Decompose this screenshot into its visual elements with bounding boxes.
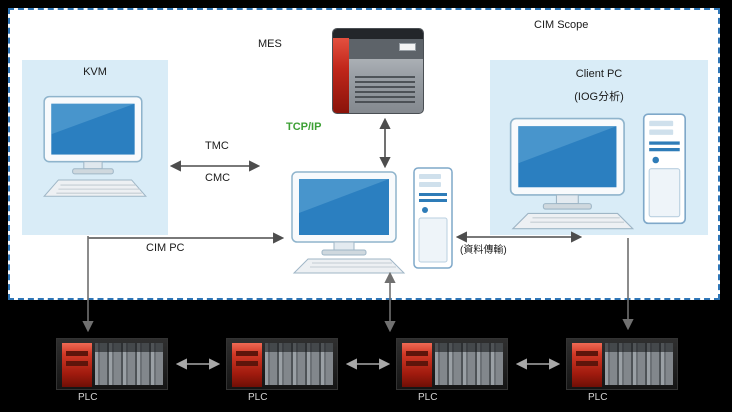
mes-label: MES (258, 38, 282, 50)
plc-label-3: PLC (418, 392, 438, 403)
plc-slot (576, 351, 598, 356)
plc-slot (66, 361, 88, 366)
monitor-icon (509, 117, 625, 210)
plc-rack-shadow (95, 343, 163, 352)
server-badge (399, 43, 416, 51)
monitor-icon (43, 95, 143, 175)
client-pc-title: Client PC (575, 68, 623, 80)
kvm-panel: KVM (22, 60, 168, 235)
tower-icon (642, 113, 686, 225)
server-top-cap (333, 29, 423, 39)
plc-slot (66, 351, 88, 356)
cim-scope-label: CIM Scope (534, 19, 589, 31)
client-pc-panel: Client PC (IOG分析) (490, 60, 708, 235)
plc-label-4: PLC (588, 392, 608, 403)
client-pc-subtitle: (IOG分析) (574, 91, 624, 103)
mes-server-icon (332, 28, 424, 114)
plc-photo-1 (56, 338, 168, 390)
plc-label-1: PLC (78, 392, 98, 403)
plc-slot (406, 351, 428, 356)
keyboard-icon (43, 179, 147, 197)
tcpip-label: TCP/IP (286, 121, 322, 133)
plc-rack-shadow (265, 343, 333, 352)
client-computer-icon (509, 113, 686, 230)
plc-rack-shadow (605, 343, 673, 352)
plc-photo-3 (396, 338, 508, 390)
cim-pc-label: CIM PC (146, 242, 185, 254)
cmc-label: CMC (205, 172, 231, 184)
tmc-label: TMC (205, 140, 229, 152)
transfer-label: (資料傳輸) (460, 245, 507, 256)
plc-slot (236, 361, 258, 366)
tower-icon (413, 167, 453, 269)
plc-slot (406, 361, 428, 366)
kvm-computer-icon (43, 95, 147, 197)
plc-photo-4 (566, 338, 678, 390)
keyboard-icon (292, 258, 406, 274)
plc-rack-shadow (435, 343, 503, 352)
keyboard-icon (511, 212, 635, 230)
plc-label-2: PLC (248, 392, 268, 403)
server-red-panel (333, 38, 349, 113)
cim-computer-icon (291, 167, 453, 274)
plc-photo-2 (226, 338, 338, 390)
plc-slot (236, 351, 258, 356)
kvm-title: KVM (83, 66, 107, 78)
server-vents (355, 73, 415, 103)
plc-slot (576, 361, 598, 366)
monitor-icon (291, 171, 397, 256)
